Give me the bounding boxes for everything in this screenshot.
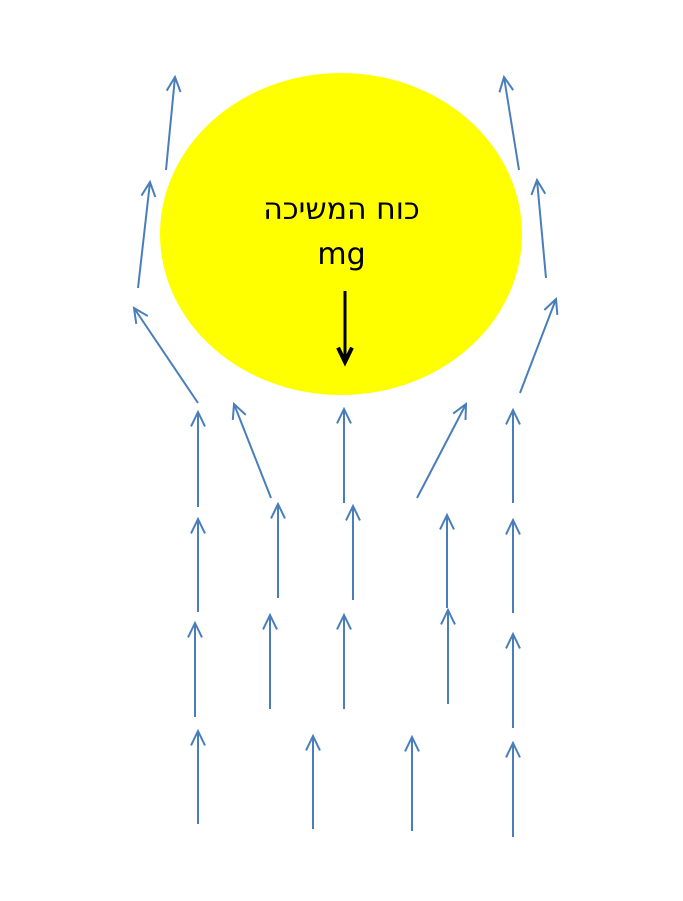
arrow-icon [439,512,455,608]
arrow-icon [416,401,468,499]
arrow-icon [190,728,206,824]
gravity-force-label: כוח המשיכה [263,192,420,227]
arrow-icon [505,517,521,613]
arrow-icon [305,733,321,829]
arrow-icon [231,401,272,499]
arrow-icon [270,501,286,598]
arrow-icon [336,406,352,503]
air-flow-arrows [132,74,559,837]
arrow-icon [505,740,521,837]
arrow-icon [190,409,206,507]
arrow-icon [336,291,354,367]
arrow-icon [187,620,203,717]
arrow-icon [345,503,361,600]
arrow-icon [132,306,199,404]
arrow-icon [440,607,456,704]
arrow-icon [505,631,521,728]
arrow-icon [505,407,521,503]
arrow-icon [190,516,206,612]
arrow-icon [137,179,157,289]
gravity-arrow-icon [336,291,354,367]
arrow-icon [165,74,182,171]
arrow-icon [262,612,278,709]
falling-object-ellipse [160,73,522,395]
arrow-icon [498,74,520,171]
arrow-icon [404,734,420,831]
mg-label: mg [317,237,366,272]
arrow-icon [336,612,352,709]
arrow-icon [519,296,559,394]
arrow-icon [530,177,547,279]
